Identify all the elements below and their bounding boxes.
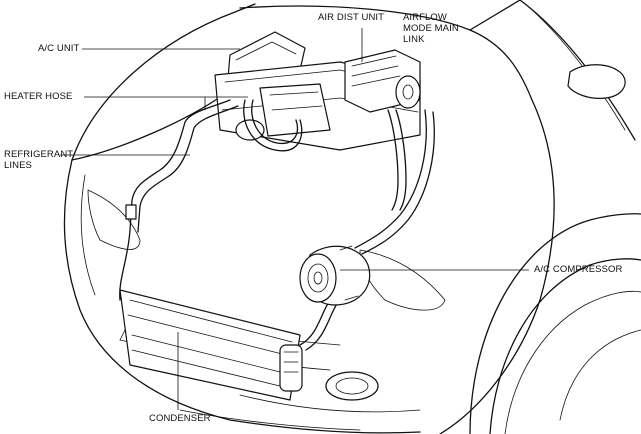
label-airflow-1: AIRFLOW — [403, 12, 447, 23]
label-condenser: CONDENSER — [149, 413, 211, 424]
label-airflow-3: LINK — [403, 34, 425, 45]
car-body — [63, 0, 641, 434]
label-refrigerant-lines-2: LINES — [4, 160, 32, 171]
ac-compressor — [299, 245, 371, 306]
label-ac-compressor: A/C COMPRESSOR — [534, 264, 623, 275]
air-dist-unit — [344, 49, 421, 113]
label-ac-unit: A/C UNIT — [38, 43, 80, 54]
leader-lines — [60, 28, 529, 410]
label-heater-hose: HEATER HOSE — [4, 91, 73, 102]
label-refrigerant-lines-1: REFRIGERANT — [4, 149, 74, 160]
condenser — [119, 289, 303, 401]
label-air-dist-unit: AIR DIST UNIT — [318, 12, 385, 23]
label-airflow-2: MODE MAIN — [403, 23, 459, 34]
heater-hoses — [243, 99, 407, 211]
